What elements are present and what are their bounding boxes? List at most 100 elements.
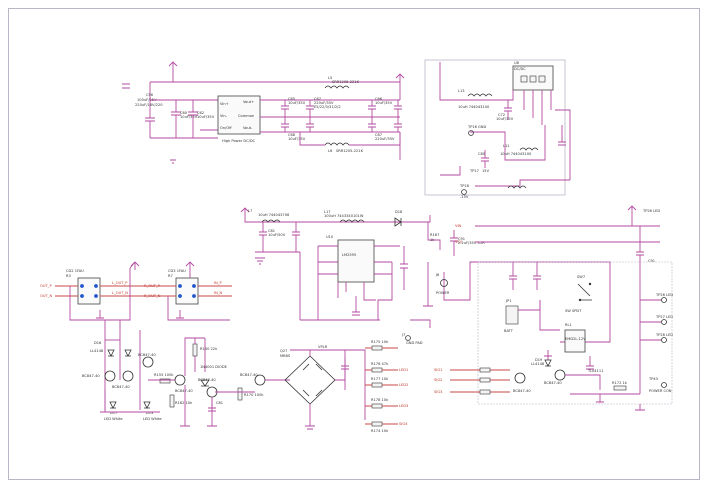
relay-cd2 [77, 277, 101, 305]
c56-value: 100uF/25V [137, 98, 157, 102]
tp-led1: TP26 LED [655, 293, 673, 297]
r174-label: R174 10k [371, 429, 389, 433]
power-jack-j6[interactable] [440, 279, 448, 287]
switch-sw7[interactable]: SW7 SW SPDT [565, 275, 592, 313]
r177-label: R177 10k [371, 377, 389, 381]
cd3-ref: CD3 1FAU [168, 269, 186, 273]
q11-value: BC847-40 [112, 385, 130, 389]
tp18-ref: TP18 [459, 184, 470, 188]
net-led1: LED1 [399, 368, 408, 372]
inductor-l17 [339, 219, 365, 223]
c66-ref: C66 [375, 97, 383, 101]
dcdc-pin-vout-plus: Vout+ [243, 100, 254, 104]
c67-ref: C67 [314, 97, 321, 101]
relay-ref: RL1 [565, 323, 572, 327]
l7-value: 10uH 744043706 [258, 213, 290, 217]
testpoint-power-con [661, 382, 667, 388]
net-r-out-p: R_OUT_P [144, 284, 161, 288]
c78-label: C81 [216, 401, 223, 405]
c67b-ref: C67 [375, 133, 382, 137]
l5-ref: L5 [328, 76, 332, 80]
tp17-value: 15V [482, 169, 490, 173]
relay-value: EMD2L-12V [565, 337, 586, 341]
dcdc-section: C56 100uF/25V 220uF/16V/220 C60 10uF/35V… [122, 61, 405, 164]
net-l-out-n: L_OUT_N [112, 291, 128, 295]
net-led2: LED2 [399, 383, 408, 387]
relay-cd3 [175, 277, 199, 305]
c91-ref: C91 [458, 237, 465, 241]
power-switch-section: VIN VCC TP26 LED C91 J6 POWER SW7 SW SPD… [434, 205, 673, 405]
tp18-value: -15V [460, 195, 469, 199]
u8-section: U8 DC/DC L13 10uH 744043100 C72 10uF/35V… [424, 59, 571, 199]
l6-value: SRR1205-221K [336, 149, 364, 153]
c62-ref: C62 [197, 111, 204, 115]
q8-value: BC847-40 [82, 374, 100, 378]
c65-ref: C65 [288, 97, 295, 101]
q12-value: BC847-40 [138, 353, 156, 357]
diode-d32 [200, 379, 210, 387]
gnd-pad-value: GND PAD [406, 341, 423, 345]
transistor-q21 [514, 372, 526, 384]
diode-d16 [107, 349, 115, 357]
bridge-value: MB6S [280, 354, 291, 358]
battery-connector-jp1[interactable] [505, 305, 519, 325]
l13-ref: L13 [458, 89, 465, 93]
d13-value: LED White [143, 417, 162, 421]
inductor-l5 [324, 85, 350, 89]
net-led3: LED3 [399, 404, 408, 408]
sheet-border [8, 8, 700, 480]
d16-ref: D16 [94, 341, 102, 345]
net-r-out-n: R_OUT_N [144, 294, 161, 298]
tp17-ref: TP17 [469, 169, 479, 173]
l17-ref: L17 [324, 210, 331, 214]
q22-value: BC847-40 [544, 381, 562, 385]
c66-value: 10uF/35V [375, 101, 393, 105]
c91-value: 2.2uF/35V X5R [458, 241, 485, 245]
net-in-n: IN_N [214, 291, 223, 295]
inductor-l6 [324, 142, 350, 146]
tp16-ref: TP16 [467, 125, 478, 129]
r178-label: R178 10k [371, 398, 389, 402]
r167-value: 1k [430, 238, 435, 242]
d18-ref: D18 [395, 210, 403, 214]
inductor-l7 [261, 219, 281, 223]
testpoint-led3 [661, 337, 667, 343]
inductor-l13 [467, 93, 493, 97]
dcdc-pin-common: Common [238, 114, 254, 118]
l6-ref: L6 [328, 149, 333, 153]
l5-value: SRR1205-221K [332, 80, 360, 84]
cd2-value: R3 [66, 274, 71, 278]
u8-value: DC/DC [514, 67, 526, 71]
diode-d19 [544, 359, 552, 367]
net-out-p: OUT_P [40, 284, 52, 288]
d19-value: LL4148 [531, 362, 545, 366]
d17-ref: D17 [110, 411, 117, 415]
transistor-q11 [122, 370, 134, 382]
u8-frame [424, 59, 566, 196]
ic-u10 [337, 239, 375, 283]
tp-led3: TP28 LED [655, 333, 673, 337]
j6-ref: J6 [435, 273, 440, 277]
r160-label: R160 22k [200, 347, 218, 351]
out-caps-upper: C65 10uF/35V C67 220uF/35V E5/22/3/31/2/… [281, 97, 402, 117]
led-d13 [143, 401, 151, 409]
net-out-n: OUT_N [40, 294, 52, 298]
net-vcc-right: VCC [455, 240, 463, 244]
q21-value: BC847-40 [513, 389, 531, 393]
q13-value: BC847-40 [175, 389, 193, 393]
bridge-rectifier-q27 [284, 355, 336, 405]
c-led-ref: C91 [648, 259, 655, 263]
c81-ref: C81 [268, 229, 275, 233]
transistor-q22 [554, 369, 566, 381]
q24-value: BC847-40 [240, 373, 258, 377]
buck-section: L7 10uH 744043706 C81 10uF/50V L17 100uH… [240, 207, 485, 345]
tp-led-top: TP26 LED [642, 209, 660, 213]
net-in-p: IN_P [214, 281, 223, 285]
sw7-ref: SW7 [577, 275, 585, 279]
tp-led2: TP27 LED [655, 315, 673, 319]
l7-ref: L7 [248, 209, 252, 213]
bridge-ref: Q27 [280, 349, 287, 353]
l11-value: 10uH 744043100 [500, 152, 532, 156]
